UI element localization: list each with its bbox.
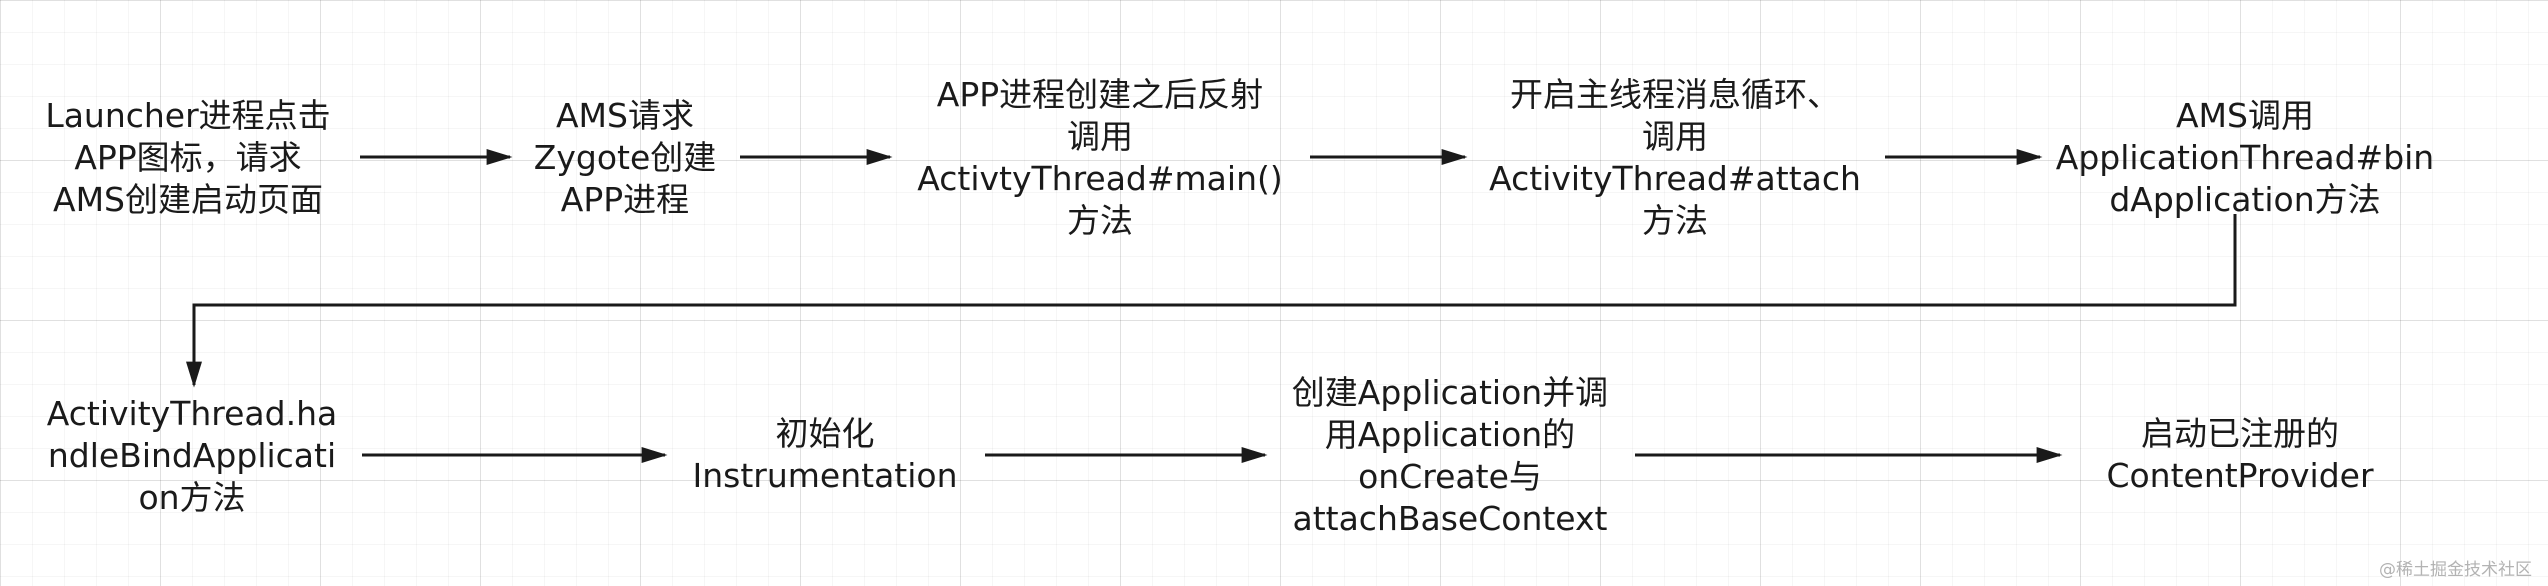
node-handle-bind-application: ActivityThread.ha ndleBindApplicati on方法 — [46, 393, 338, 517]
node-init-instrumentation: 初始化 Instrumentation — [692, 414, 958, 495]
node-launcher-click: Launcher进程点击 APP图标，请求 AMS创建启动页面 — [45, 95, 331, 219]
node-bind-application: AMS调用 ApplicationThread#bin dApplication… — [2055, 95, 2435, 219]
node-ams-request-zygote: AMS请求 Zygote创建 APP进程 — [533, 95, 717, 219]
arrow-n5-to-n6 — [186, 214, 2237, 388]
node-content-provider: 启动已注册的 ContentProvider — [2106, 414, 2374, 495]
node-app-process-reflect: APP进程创建之后反射 调用 ActivtyThread#main() 方法 — [917, 74, 1283, 240]
node-create-application: 创建Application并调 用Application的 onCreate与 … — [1291, 372, 1609, 538]
watermark: @稀土掘金技术社区 — [2379, 560, 2532, 580]
node-main-loop-attach: 开启主线程消息循环、 调用 ActivityThread#attach 方法 — [1489, 74, 1861, 240]
